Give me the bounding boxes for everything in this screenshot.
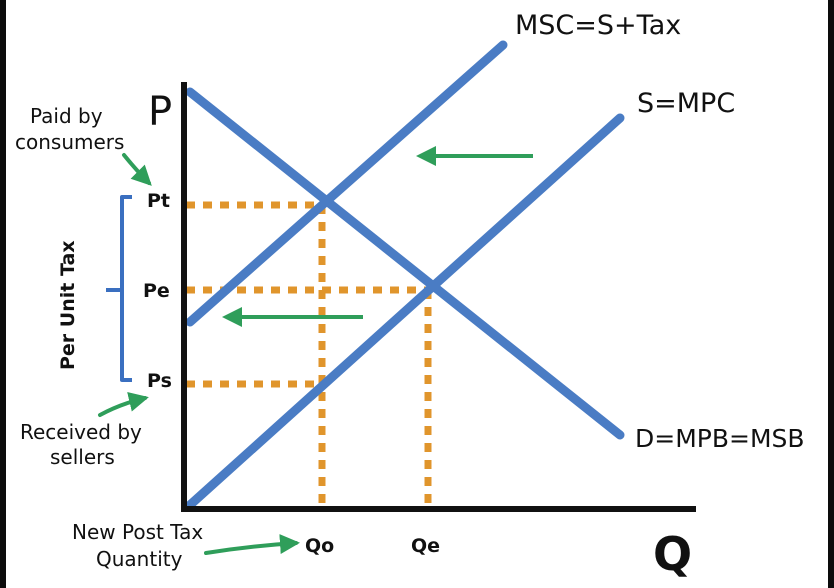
pe-tick-label: Pe xyxy=(143,280,170,302)
ps-tick-label: Ps xyxy=(147,370,172,392)
msc-curve xyxy=(185,40,508,327)
supply-curve xyxy=(185,113,625,510)
axes xyxy=(181,82,696,512)
per-unit-tax-label: Per Unit Tax xyxy=(57,240,79,370)
new-quantity-pointer-arrow xyxy=(204,534,300,555)
pt-tick-label: Pt xyxy=(147,190,170,212)
shift-arrows xyxy=(222,146,533,327)
demand-curve xyxy=(185,87,625,440)
paid-pointer-arrow xyxy=(122,153,152,186)
paid-by-line1: Paid by xyxy=(30,104,103,128)
qo-tick-label: Qo xyxy=(305,535,334,557)
per-unit-tax-bracket xyxy=(106,195,132,382)
s-label: S=MPC xyxy=(637,88,735,119)
d-label: D=MPB=MSB xyxy=(635,424,805,453)
received-pointer-arrow xyxy=(98,392,149,417)
received-by-line1: Received by xyxy=(20,420,142,444)
paid-by-line2: consumers xyxy=(15,130,124,154)
whiteboard-background xyxy=(6,0,828,588)
y-axis-label: P xyxy=(148,89,172,135)
pointer-arrows xyxy=(98,153,300,555)
msc-label: MSC=S+Tax xyxy=(515,10,681,41)
curves xyxy=(185,40,625,510)
qe-tick-label: Qe xyxy=(411,535,440,557)
received-by-line2: sellers xyxy=(50,445,115,469)
new-post-tax-line1: New Post Tax xyxy=(72,520,203,544)
new-post-tax-line2: Quantity xyxy=(96,547,183,571)
x-axis-label: Q xyxy=(653,527,692,581)
